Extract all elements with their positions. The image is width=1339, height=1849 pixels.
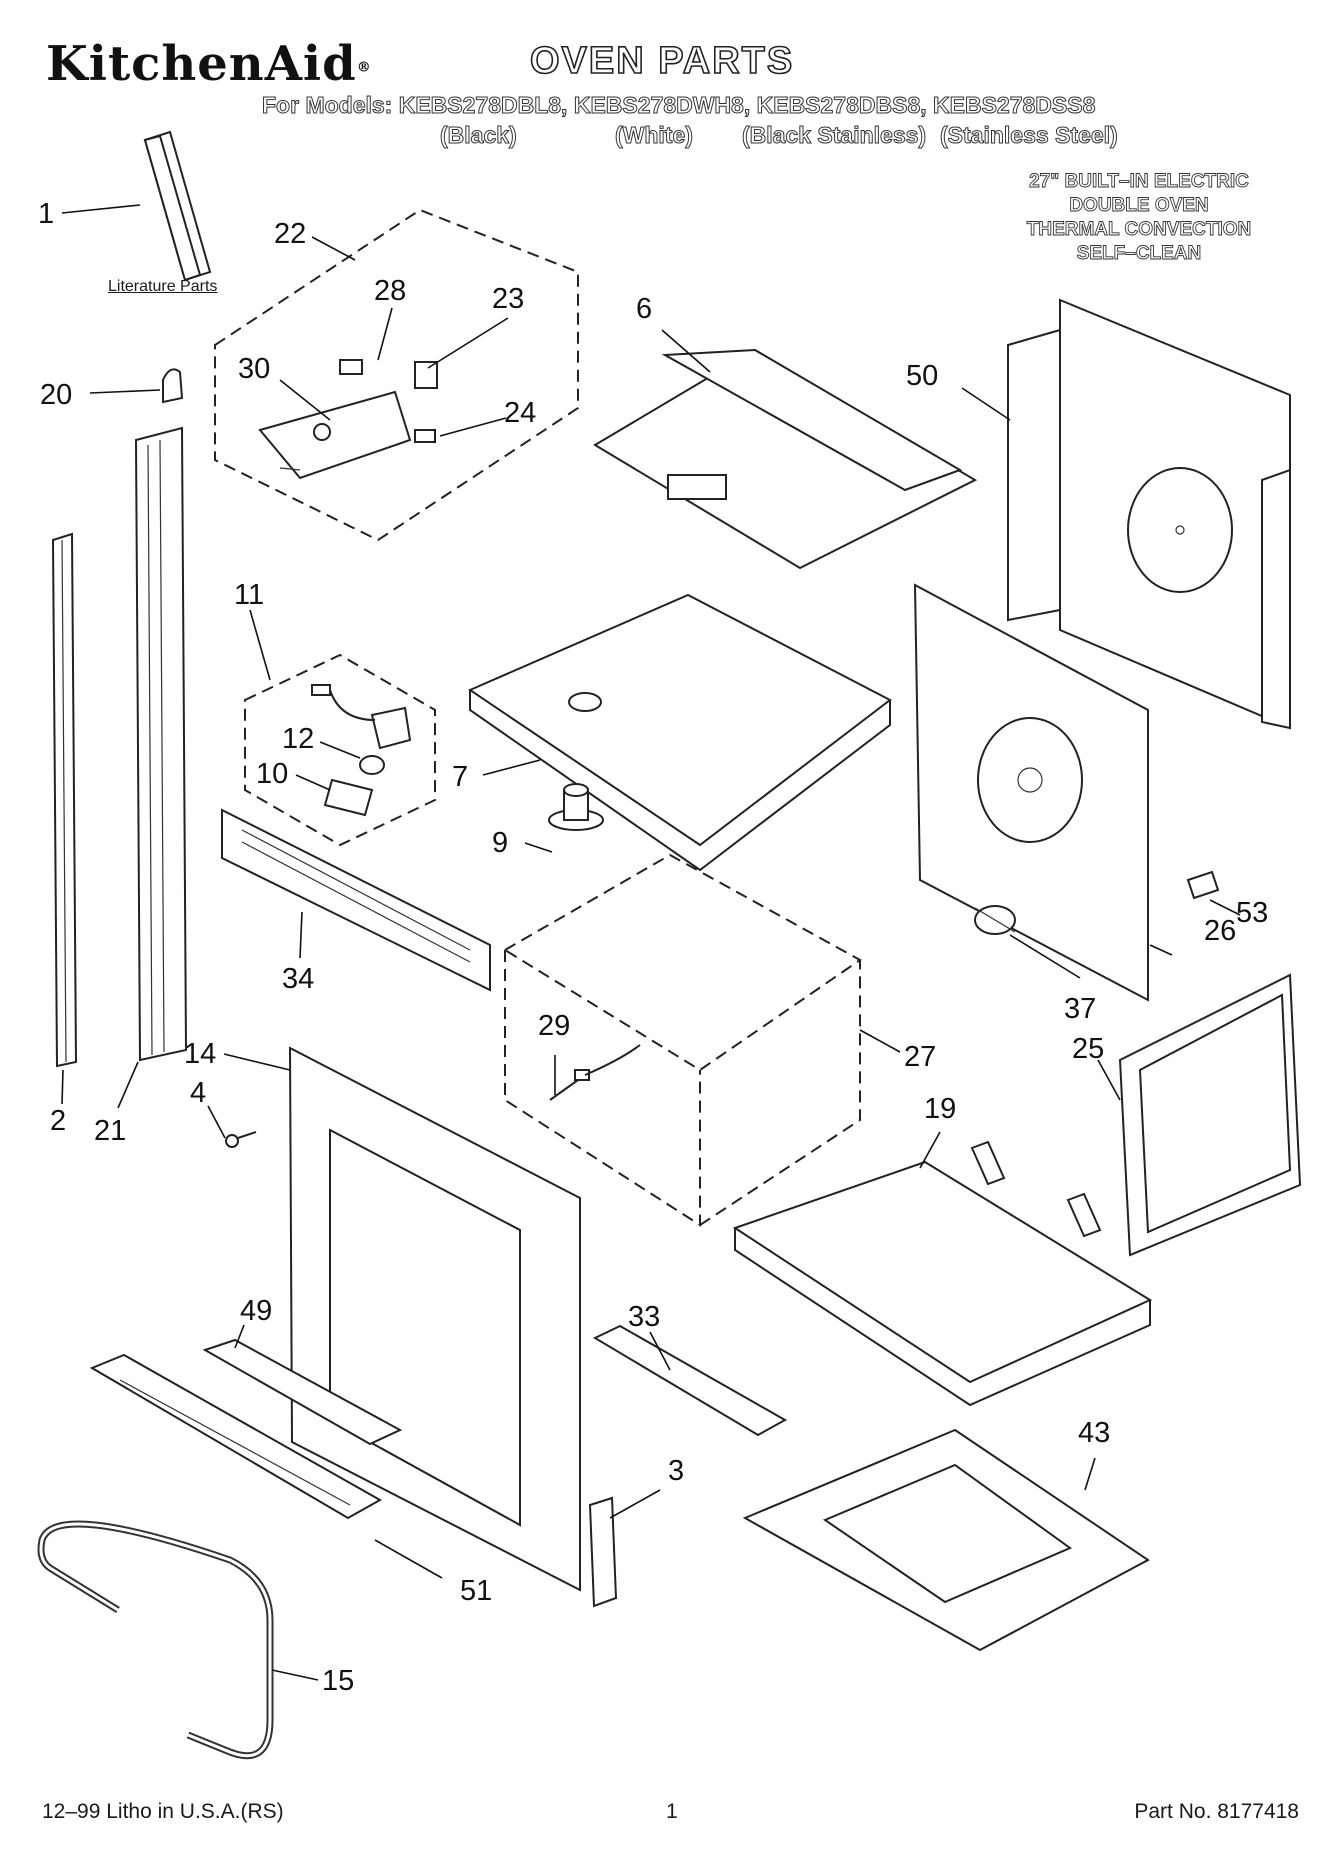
part-25-side-panel — [1118, 973, 1302, 1257]
footer-part-number: Part No. 8177418 — [1134, 1800, 1299, 1823]
product-description: 27" BUILT–IN ELECTRIC DOUBLE OVEN THERMA… — [989, 170, 1289, 266]
callout-29: 29 — [538, 1010, 570, 1042]
finish-white: (White) — [615, 122, 694, 149]
callout-3: 3 — [668, 1455, 684, 1487]
part-26-cavity-back — [913, 583, 1149, 1002]
part-9-fan-cap — [548, 783, 604, 831]
part-6-top-cover — [593, 348, 978, 570]
callout-30: 30 — [238, 353, 270, 385]
callout-6: 6 — [636, 293, 652, 325]
callout-25: 25 — [1072, 1033, 1104, 1065]
callout-1: 1 — [38, 198, 54, 230]
finish-black: (Black) — [440, 122, 518, 149]
description-line: DOUBLE OVEN — [1069, 195, 1209, 217]
part-2-trim — [51, 532, 78, 1068]
registered-mark: ® — [356, 59, 372, 76]
part-43-bottom-tray — [742, 1428, 1150, 1652]
part-37-thermostat — [974, 905, 1016, 935]
callout-14: 14 — [184, 1038, 216, 1070]
description-line: 27" BUILT–IN ELECTRIC — [1029, 171, 1250, 193]
callout-24: 24 — [504, 397, 536, 429]
part-14-front-frame — [288, 1046, 581, 1592]
callout-23: 23 — [492, 283, 524, 315]
callout-20: 20 — [40, 379, 72, 411]
part-11-light-assembly — [244, 653, 436, 847]
description-line: THERMAL CONVECTION — [1026, 219, 1252, 241]
callout-15: 15 — [322, 1665, 354, 1697]
part-50-back-panel — [1007, 298, 1291, 730]
models-line: For Models: KEBS278DBL8, KEBS278DWH8, KE… — [261, 92, 1096, 119]
callout-27: 27 — [904, 1041, 936, 1073]
part-51-vent-strip — [89, 1353, 383, 1520]
callout-11: 11 — [234, 579, 264, 611]
part-3-bracket — [588, 1496, 618, 1608]
callout-51: 51 — [460, 1575, 492, 1607]
callout-10: 10 — [256, 758, 288, 790]
page-title: OVEN PARTS — [529, 39, 795, 83]
callout-28: 28 — [374, 275, 406, 307]
brand-logo: KitchenAid® — [46, 36, 372, 92]
part-1-literature — [143, 130, 212, 282]
part-27-oven-cavity — [503, 853, 862, 1227]
callout-50: 50 — [906, 360, 938, 392]
part-19-bottom-panel — [732, 1140, 1153, 1407]
callout-2: 2 — [50, 1105, 66, 1137]
part-34-vent-grille — [221, 808, 491, 992]
callout-53: 53 — [1236, 897, 1268, 929]
finish-stainless-steel: (Stainless Steel) — [940, 122, 1119, 149]
callout-49: 49 — [240, 1295, 272, 1327]
finish-black-stainless: (Black Stainless) — [741, 122, 927, 149]
description-line: SELF–CLEAN — [1076, 243, 1202, 265]
part-4-screw — [225, 1131, 257, 1148]
part-22-control-assembly — [214, 208, 579, 542]
part-15-door-gasket — [37, 1520, 274, 1760]
callout-12: 12 — [282, 723, 314, 755]
callout-43: 43 — [1078, 1417, 1110, 1449]
callout-26: 26 — [1204, 915, 1236, 947]
callout-9: 9 — [492, 827, 508, 859]
callout-37: 37 — [1064, 993, 1096, 1025]
literature-parts-label: Literature Parts — [108, 278, 218, 295]
callout-22: 22 — [274, 218, 306, 250]
part-33-channel — [592, 1324, 788, 1437]
callout-4: 4 — [190, 1077, 206, 1109]
callout-labels: 1 2 3 4 6 7 9 10 11 12 14 15 19 20 21 22… — [38, 198, 1268, 1697]
callout-19: 19 — [924, 1093, 956, 1125]
callout-33: 33 — [628, 1301, 660, 1333]
part-53-bracket — [1186, 870, 1220, 900]
callout-7: 7 — [452, 761, 468, 793]
callout-34: 34 — [282, 963, 314, 995]
leader-lines — [61, 204, 1241, 1681]
footer-page-number: 1 — [666, 1800, 678, 1823]
callout-21: 21 — [94, 1115, 126, 1147]
part-29-sensor — [549, 1044, 641, 1101]
part-20-clip — [162, 368, 184, 404]
footer-litho: 12–99 Litho in U.S.A.(RS) — [42, 1800, 284, 1823]
part-49-trim — [202, 1338, 403, 1446]
part-21-trim — [134, 426, 188, 1062]
part-7-top-plate — [467, 593, 892, 872]
